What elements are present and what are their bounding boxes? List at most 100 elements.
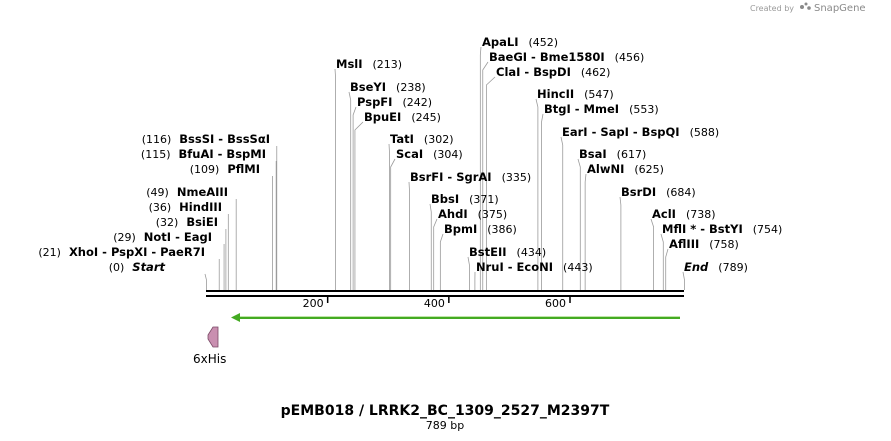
site-name: NruI - EcoNI: [476, 260, 553, 274]
site-position: (36): [149, 201, 172, 214]
site-label-acli[interactable]: AclI (738): [652, 207, 716, 221]
site-position: (32): [156, 216, 179, 229]
site-position: (375): [478, 208, 508, 221]
site-label-bsssi-bsss-i[interactable]: (116) BssSI - BssSαI: [142, 132, 270, 146]
site-label-bsrfi-sgrai[interactable]: BsrFI - SgrAI(335): [410, 170, 531, 184]
connector-bpuei: [354, 121, 364, 290]
site-name: HincII: [537, 87, 574, 101]
site-label-btgi-mmei[interactable]: BtgI - MmeI(553): [544, 102, 659, 116]
connector-baegi-bme1580i: [482, 61, 489, 290]
site-label-noti-eagi[interactable]: (29)NotI - EagI: [113, 230, 212, 244]
site-name: BssSI - BssSαI: [179, 132, 270, 146]
site-label-bsiei[interactable]: (32)BsiEI: [156, 215, 218, 229]
site-name: AlwNI: [587, 162, 624, 176]
site-position: (386): [487, 223, 517, 236]
created-by-credit: Created by: [750, 4, 794, 13]
snapgene-logo-icon: [800, 2, 811, 10]
site-label-baegi-bme1580i[interactable]: BaeGI - Bme1580I (456): [489, 50, 644, 64]
connector-acli: [650, 218, 655, 290]
site-position: (452): [529, 36, 559, 49]
site-position: (547): [584, 88, 614, 101]
orf-arrow[interactable]: [231, 313, 680, 322]
site-position: (109): [190, 163, 220, 176]
site-name: TatI: [390, 132, 414, 146]
connector-ahdi: [433, 218, 438, 290]
site-position: (617): [617, 148, 647, 161]
site-label-ahdi[interactable]: AhdI (375): [438, 207, 507, 221]
site-position: (789): [718, 261, 748, 274]
connector-alwni: [584, 173, 587, 290]
site-name: HindIII: [179, 200, 222, 214]
site-label-tati[interactable]: TatI (302): [390, 132, 454, 146]
site-name: BaeGI - Bme1580I: [489, 50, 605, 64]
site-position: (456): [615, 51, 645, 64]
site-label-nmeaiii[interactable]: (49)NmeAIII: [146, 185, 228, 199]
site-label-bpuei[interactable]: BpuEI(245): [364, 110, 441, 124]
site-label-nrui-econi[interactable]: NruI - EcoNI(443): [476, 260, 593, 274]
site-label-bsai[interactable]: BsaI(617): [579, 147, 646, 161]
connector-bsteii: [467, 256, 470, 290]
site-name: PspFI: [357, 95, 392, 109]
site-name: AflIII: [669, 237, 699, 251]
site-label-start[interactable]: (0)Start: [109, 260, 166, 274]
site-label-msli[interactable]: MslI(213): [336, 57, 402, 71]
site-name: BbsI: [431, 192, 459, 206]
connector-bseyi: [348, 91, 352, 290]
site-name: PflMI: [227, 162, 260, 176]
site-label-pspfi[interactable]: PspFI(242): [357, 95, 432, 109]
site-label-mfli-bstyi[interactable]: MflI * - BstYI(754): [662, 222, 782, 236]
site-label-end[interactable]: End(789): [684, 260, 748, 274]
site-label-bseyi[interactable]: BseYI (238): [350, 80, 426, 94]
site-name: BpmI: [444, 222, 477, 236]
site-name: BsrDI: [621, 185, 656, 199]
site-label-alwni[interactable]: AlwNI(625): [587, 162, 664, 176]
site-label-bsrdi[interactable]: BsrDI(684): [621, 185, 696, 199]
site-label-clai-bspdi[interactable]: ClaI - BspDI(462): [496, 65, 610, 79]
connector-btgi-mmei: [541, 113, 544, 290]
connector-start: [204, 273, 207, 290]
connector-msli: [334, 68, 336, 290]
site-position: (21): [38, 246, 61, 259]
site-position: (238): [396, 81, 426, 94]
site-position: (116): [142, 133, 172, 146]
6xhis-feature[interactable]: 6xHis: [193, 326, 226, 366]
site-name: MflI * - BstYI: [662, 222, 743, 236]
site-name: BstEII: [469, 245, 507, 259]
site-label-pflmi[interactable]: (109) PflMI: [190, 162, 260, 176]
site-position: (245): [411, 111, 441, 124]
site-position: (462): [581, 66, 611, 79]
site-position: (302): [424, 133, 454, 146]
site-name: BseYI: [350, 80, 386, 94]
site-label-scai[interactable]: ScaI(304): [396, 147, 463, 161]
site-name: BsrFI - SgrAI: [410, 170, 492, 184]
connector-clai-bspdi: [485, 76, 496, 290]
site-position: (29): [113, 231, 136, 244]
site-position: (115): [141, 148, 171, 161]
connector-end: [682, 271, 685, 290]
site-name: BfuAI - BspMI: [179, 147, 266, 161]
site-label-bpmi[interactable]: BpmI (386): [444, 222, 517, 236]
site-name: XhoI - PspXI - PaeR7I: [69, 245, 205, 259]
site-label-hindiii[interactable]: (36) HindIII: [149, 200, 222, 214]
site-label-bbsi[interactable]: BbsI (371): [431, 192, 499, 206]
site-label-bsteii[interactable]: BstEII(434): [469, 245, 546, 259]
site-position: (588): [690, 126, 720, 139]
connector-scai: [390, 158, 396, 290]
site-name: BtgI - MmeI: [544, 102, 619, 116]
site-position: (371): [469, 193, 499, 206]
site-label-apali[interactable]: ApaLI(452): [482, 35, 558, 49]
site-position: (738): [686, 208, 716, 221]
site-name: AclI: [652, 207, 676, 221]
site-label-xhoi-pspxi-paer7i[interactable]: (21) XhoI - PspXI - PaeR7I: [38, 245, 205, 259]
connector-bpmi: [439, 233, 444, 290]
axis-tick-label: 600: [545, 297, 566, 310]
axis-tick-label: 200: [303, 297, 324, 310]
site-label-afliii[interactable]: AflIII(758): [669, 237, 739, 251]
site-name: AhdI: [438, 207, 468, 221]
site-label-hincii[interactable]: HincII (547): [537, 87, 614, 101]
connector-bsrdi: [619, 196, 622, 290]
site-label-bfuai-bspmi[interactable]: (115) BfuAI - BspMI: [141, 147, 266, 161]
site-label-eari-sapi-bspqi[interactable]: EarI - SapI - BspQI(588): [562, 125, 719, 139]
